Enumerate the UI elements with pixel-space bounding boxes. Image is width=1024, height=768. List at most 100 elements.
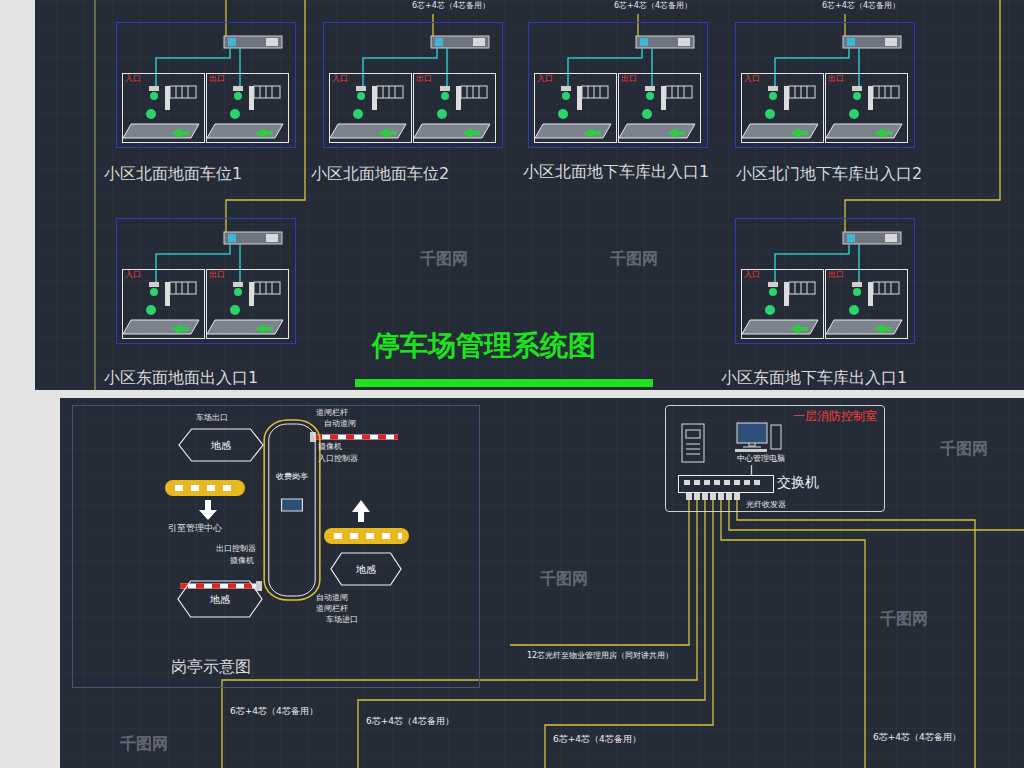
cable [737,500,975,768]
fiber-port [686,493,692,500]
port [704,480,710,485]
part-label: 自动道闸 [324,420,356,429]
node-label: 地感 [356,564,376,575]
control-room: 中心管理电脑交换机一层消防控制室 [665,405,885,512]
cable [721,500,865,768]
fiber-port [726,493,732,500]
panel-illustration [330,36,490,138]
lane-box: 出口 [206,269,289,339]
area-panel: 入口出口小区东面地面出入口1 [116,218,296,344]
port [734,480,740,485]
detector-outline [179,429,263,461]
node-label: 入口 [744,271,760,280]
exit-arrow [199,500,217,520]
node-label: 入口 [125,271,141,280]
keyboard [735,449,767,452]
lane-box: 入口 [329,73,412,143]
monitor [737,423,767,443]
part-label: 出口控制器 [216,545,256,554]
part-label: 摄像机 [230,557,254,566]
cable-spec: 6芯+4芯（4芯备用） [412,2,490,11]
cable-spec: 6芯+4芯（4芯备用） [366,717,454,727]
area-heading: 岗亭示意图 [171,658,251,676]
loop-detector: 地感 [179,429,263,461]
area-heading: 小区东面地面出入口1 [104,369,258,387]
node-label: 出口 [828,75,844,84]
cable [94,0,95,390]
barrier-arm [314,435,398,440]
cable [845,0,1000,232]
lane-box: 出口 [206,73,289,143]
watermark: 千图网 [120,735,168,753]
grid [60,398,1024,768]
fiber-port [710,493,716,500]
diagram-title: 停车场管理系统图 [372,331,596,362]
cabinet-icon [682,424,704,462]
cable [358,500,705,768]
cable-spec: 6芯+4芯（4芯备用） [614,2,692,11]
lane-box: 入口 [741,73,824,143]
gate-post [256,581,262,591]
barrier-arm [314,435,398,440]
fiber-port [694,493,700,500]
node-label: 出口 [209,75,225,84]
fiber-port [734,493,740,500]
cable [637,14,638,36]
part-label: 道闸栏杆 [316,409,348,418]
vehicle-strip [334,533,402,539]
part-label: 车场出口 [196,414,228,423]
switch-ports [684,480,760,500]
lane-box: 入口 [122,269,205,339]
area-heading: 小区东面地下车库出入口1 [721,369,907,387]
cable-group [95,0,1024,768]
cable-spec: 6芯+4芯（4芯备用） [553,735,641,745]
area-panel: 入口出口小区北门地下车库出入口2 [735,22,915,148]
area-heading: 小区北面地面车位2 [311,165,449,183]
port [724,480,730,485]
node-label: 出口 [621,75,637,84]
watermark: 千图网 [610,250,658,268]
cable [226,0,305,232]
port [714,480,720,485]
node-label: 交换机 [777,475,819,490]
part-label: 道闸栏杆 [316,605,348,614]
node-label: 出口 [828,271,844,280]
part-label: 自动道闸 [316,594,348,603]
fiber-port [702,493,708,500]
vehicle-strip [175,485,231,491]
node-label: 出口 [416,75,432,84]
cable-spec: 6芯+4芯（4芯备用） [822,2,900,11]
cable-spec: 6芯+4芯（4芯备用） [230,707,318,717]
port [754,480,760,485]
grid [35,0,1024,390]
booth-outline [269,424,315,596]
area-heading: 小区北面地下车库出入口1 [523,163,709,181]
cable-spec: 12芯光纤至物业管理用房（同对讲共用） [527,652,673,661]
switch-box: 交换机 [678,475,774,493]
lane-box: 入口 [741,269,824,339]
node-label: 入口 [332,75,348,84]
bottom-panel [60,398,1024,768]
port [684,480,690,485]
node-label: 入口 [537,75,553,84]
loop-detector: 地感 [178,581,262,617]
cable [432,14,433,36]
watermark: 千图网 [880,610,928,628]
lane-box: 入口 [122,73,205,143]
node-label: 入口 [744,75,760,84]
area-panel: 入口出口小区东面地下车库出入口1 [735,218,915,344]
area-panel: 入口出口小区北面地面车位2 [323,22,503,148]
vehicle-strip [324,528,409,544]
detector-outline [178,581,262,617]
lane-box: 出口 [618,73,701,143]
part-label: 摄像机 [318,443,342,452]
part-label: 入口控制器 [318,455,358,464]
cabinet-icon [686,430,700,438]
fiber-port [718,493,724,500]
pc-tower [771,425,781,449]
watermark: 千图网 [540,570,588,588]
entry-arrow [352,500,370,522]
panel-illustration [742,232,902,334]
